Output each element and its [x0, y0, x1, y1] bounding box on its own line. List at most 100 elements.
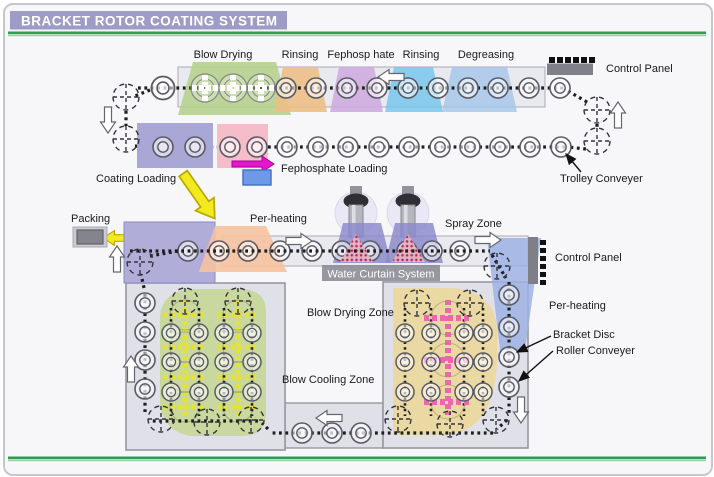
page-title: BRACKET ROTOR COATING SYSTEM	[21, 14, 278, 29]
zone-label-fephosphate: Fephosp hate	[327, 49, 394, 61]
title-banner	[10, 11, 287, 30]
roller-icon	[454, 323, 474, 343]
roller-icon	[368, 136, 390, 158]
roller-icon	[189, 382, 209, 402]
control-panel-right	[528, 237, 546, 285]
trolley-pointer-arrow	[565, 152, 582, 173]
roller-icon	[459, 136, 481, 158]
roller-icon	[189, 352, 209, 372]
roller-conveyer-label: Roller Conveyer	[556, 345, 635, 357]
spray-cone-icon	[340, 234, 373, 262]
roller-icon	[161, 352, 181, 372]
roller-icon	[275, 77, 297, 99]
spray-zone-label: Spray Zone	[445, 218, 502, 230]
fephosphate-loading-label: Fephosphate Loading	[281, 163, 387, 175]
roller-icon	[395, 352, 415, 372]
spray-cone-icon	[392, 234, 425, 262]
roller-icon	[134, 321, 156, 343]
roller-icon	[152, 136, 174, 158]
zone-label-blow-drying: Blow Drying	[194, 49, 253, 61]
roller-icon	[395, 323, 415, 343]
roller-icon	[421, 352, 441, 372]
bottom-rule	[8, 456, 706, 460]
flow-up-arrow-icon	[108, 245, 126, 273]
roller-icon	[291, 422, 313, 444]
roller-icon	[242, 323, 262, 343]
roller-icon	[189, 323, 209, 343]
roller-icon	[518, 77, 540, 99]
loading-conveyor-rollers	[152, 136, 572, 158]
roller-icon	[307, 136, 329, 158]
top-rule	[8, 31, 706, 35]
roller-icon	[454, 382, 474, 402]
control-panel-right-label: Control Panel	[555, 252, 622, 264]
roller-icon	[214, 382, 234, 402]
roller-icon	[337, 136, 359, 158]
roller-icon	[421, 382, 441, 402]
flow-down-arrow-icon	[99, 106, 117, 134]
roller-icon	[519, 136, 541, 158]
trolley-icon	[583, 96, 611, 124]
roller-icon	[161, 382, 181, 402]
roller-icon	[321, 422, 343, 444]
blow-cooling-zone-label: Blow Cooling Zone	[282, 374, 374, 386]
roller-icon	[336, 77, 358, 99]
roller-icon	[457, 77, 479, 99]
per-heating-label: Per-heating	[250, 213, 307, 225]
roller-icon	[242, 382, 262, 402]
zone-label-rinsing-2: Rinsing	[403, 49, 440, 61]
water-curtain-label: Water Curtain System	[327, 269, 434, 281]
blower-fan-icon	[247, 74, 275, 102]
blower-fan-icon	[191, 74, 219, 102]
roller-icon	[150, 75, 176, 101]
roller-icon	[449, 240, 471, 262]
bracket-disc-pointer-arrow	[515, 335, 552, 353]
roller-icon	[276, 136, 298, 158]
control-panel-top	[547, 57, 595, 75]
roller-icon	[214, 352, 234, 372]
control-panel-top-label: Control Panel	[606, 63, 673, 75]
cooling-fan-shafts	[182, 300, 241, 420]
packing-station	[72, 226, 108, 248]
roller-icon	[398, 136, 420, 158]
roller-icon	[473, 323, 493, 343]
trolley-icon	[112, 83, 140, 111]
water-curtain-bar	[322, 265, 440, 281]
fephosphate-tank	[242, 169, 272, 186]
roller-icon	[489, 136, 511, 158]
coating-loading-arrow-icon	[173, 166, 225, 226]
roller-icon	[214, 323, 234, 343]
roller-icon	[487, 77, 509, 99]
roller-icon	[350, 422, 372, 444]
roller-icon	[549, 77, 571, 99]
roller-icon	[395, 382, 415, 402]
roller-icon	[242, 352, 262, 372]
flow-up-arrow-icon	[609, 101, 627, 129]
blow-drying-zone-label: Blow Drying Zone	[307, 307, 394, 319]
roller-icon	[498, 316, 520, 338]
roller-icon	[219, 136, 241, 158]
trolley-conveyer-label: Trolley Conveyer	[560, 173, 643, 185]
roller-icon	[498, 376, 520, 398]
roller-icon	[427, 77, 449, 99]
roller-icon	[498, 346, 520, 368]
roller-icon	[246, 136, 268, 158]
roller-icon	[473, 382, 493, 402]
blower-fan-icon	[219, 74, 247, 102]
roller-icon	[429, 136, 451, 158]
trolley-icon	[112, 125, 140, 153]
packing-label: Packing	[71, 213, 110, 225]
roller-icon	[498, 284, 520, 306]
roller-icon	[134, 378, 156, 400]
trolley-icon	[583, 127, 611, 155]
roller-icon	[454, 352, 474, 372]
coating-loading-label: Coating Loading	[96, 173, 176, 185]
roller-icon	[305, 77, 327, 99]
per-heating-right-label: Per-heating	[549, 300, 606, 312]
roller-icon	[421, 323, 441, 343]
bracket-disc-label: Bracket Disc	[553, 329, 615, 341]
roller-icon	[550, 136, 572, 158]
zone-label-degreasing: Degreasing	[458, 49, 514, 61]
roller-icon	[473, 352, 493, 372]
